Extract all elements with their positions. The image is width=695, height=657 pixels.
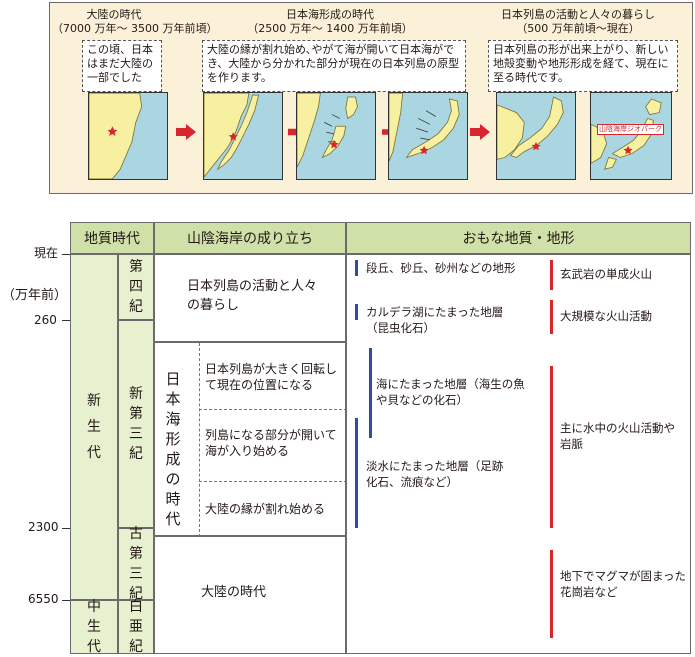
formation-step1: 日本列島が大きく回転して現在の位置になる — [205, 362, 338, 392]
formation-quaternary-text: 日本列島の活動と人々の暮らし — [187, 279, 318, 313]
map-sea-3 — [388, 92, 468, 180]
description-sea: 大陸の縁が割れ始め､やがて海が開いて日本海ができ、大陸から分かれた部分が現在の日… — [202, 40, 466, 92]
map-present-2-svg — [591, 93, 671, 179]
map-continent — [88, 92, 168, 180]
header-era: 地質時代 — [70, 222, 154, 254]
map-sea-1-svg — [204, 93, 282, 179]
star-icon — [623, 145, 633, 155]
map-sea-2-svg — [297, 93, 375, 179]
star-icon — [329, 139, 339, 149]
star-icon — [228, 132, 238, 141]
period-paleogene: 古第三紀 — [118, 526, 154, 602]
period-cretaceous-label: 白亜紀 — [129, 599, 143, 655]
star-icon — [419, 145, 429, 155]
formation-continent: 大陸の時代 — [154, 536, 346, 654]
blue-bar — [355, 304, 358, 320]
geology-right-2: 大規模な火山活動 — [560, 309, 652, 323]
description-continent: この頃、日本はまだ大陸の一部でした — [82, 40, 162, 92]
tick-now: 現在 — [34, 246, 59, 260]
geology-left-2: カルデラ湖にたまった地層（昆虫化石） — [366, 305, 504, 335]
geology-area — [346, 254, 691, 654]
formation-sea-era-label: 日本海形成の時代 — [165, 370, 181, 528]
header-geology: おもな地質・地形 — [346, 222, 691, 254]
period-title-text: 日本列島の活動と人々の暮らし — [501, 8, 655, 21]
era-mesozoic: 中生代 — [70, 599, 118, 655]
period-range-text: （500 万年前頃〜現在） — [516, 22, 640, 35]
tick-line — [62, 254, 72, 255]
dashed-divider — [199, 409, 347, 410]
period-title-continent: 大陸の時代 （7000 万年〜 3500 万年前頃） — [52, 8, 218, 36]
period-title-text: 日本海形成の時代 — [286, 8, 374, 21]
geopark-label: 山陰海岸ジオパーク — [597, 124, 664, 135]
map-sea-3-svg — [389, 93, 467, 179]
formation-step3: 大陸の縁が割れ始める — [205, 502, 326, 516]
tick-260: 260 — [34, 313, 57, 327]
tick-line — [62, 528, 72, 529]
description-present: 日本列島の形が出来上がり、新しい地殻変動や地形形成を経て、現在に至る時代です。 — [488, 40, 678, 92]
red-bar — [550, 366, 553, 528]
geology-left-3: 海にたまった地層（海生の魚や貝などの化石） — [376, 377, 525, 407]
map-present-2: 山陰海岸ジオパーク — [590, 92, 672, 180]
era-cenozoic-label: 新生代 — [87, 393, 101, 461]
period-title-text: 大陸の時代 — [86, 8, 142, 21]
red-bar — [550, 550, 553, 638]
map-present-1 — [496, 92, 576, 180]
period-title-present: 日本列島の活動と人々の暮らし （500 万年前頃〜現在） — [488, 8, 668, 36]
red-bar — [550, 260, 553, 290]
formation-step2: 列島になる部分が開いて海が入り始める — [205, 428, 337, 458]
blue-bar — [355, 418, 358, 528]
formation-sea-era: 日本海形成の時代 日本列島が大きく回転して現在の位置になる 列島になる部分が開い… — [154, 342, 347, 537]
arrow-right-icon — [470, 124, 490, 140]
period-quaternary-label: 第四紀 — [129, 259, 143, 315]
period-cretaceous: 白亜紀 — [118, 599, 154, 655]
arrow-right-icon — [176, 124, 196, 140]
period-paleogene-label: 古第三紀 — [129, 526, 143, 602]
period-neogene: 新第三紀 — [118, 320, 154, 528]
geology-table: 地質時代 山陰海岸の成り立ち おもな地質・地形 新生代 中生代 第四紀 新第三紀… — [70, 222, 691, 655]
geology-right-1: 玄武岩の単成火山 — [560, 267, 652, 281]
period-quaternary: 第四紀 — [118, 254, 154, 320]
blue-bar — [355, 260, 358, 276]
map-sea-2 — [296, 92, 376, 180]
period-range-text: （2500 万年〜 1400 万年前頃） — [247, 22, 413, 35]
tick-line — [62, 600, 72, 601]
star-icon — [107, 126, 118, 136]
red-bar — [550, 300, 553, 334]
formation-quaternary: 日本列島の活動と人々の暮らし — [154, 254, 346, 342]
geology-right-3: 主に水中の火山活動や岩脈 — [560, 421, 675, 451]
era-cenozoic: 新生代 — [70, 254, 118, 600]
star-icon — [531, 141, 541, 151]
era-mesozoic-label: 中生代 — [87, 599, 101, 655]
period-neogene-label: 新第三紀 — [129, 386, 143, 462]
geology-left-4: 淡水にたまった地層（足跡化石、流痕など） — [366, 459, 504, 489]
map-continent-svg — [89, 93, 167, 179]
axis-unit: （万年前） — [2, 288, 68, 303]
period-range-text: （7000 万年〜 3500 万年前頃） — [52, 22, 218, 35]
map-sea-1 — [203, 92, 283, 180]
tick-2300: 2300 — [28, 520, 59, 534]
tick-line — [62, 320, 72, 321]
formation-continent-text: 大陸の時代 — [201, 585, 267, 600]
dashed-divider — [199, 481, 347, 482]
blue-bar — [369, 348, 372, 438]
period-title-sea: 日本海形成の時代 （2500 万年〜 1400 万年前頃） — [240, 8, 420, 36]
dashed-divider — [199, 343, 200, 537]
header-formation: 山陰海岸の成り立ち — [154, 222, 346, 254]
map-present-1-svg — [497, 93, 575, 179]
tick-6550: 6550 — [28, 592, 59, 606]
geology-left-1: 段丘、砂丘、砂州などの地形 — [366, 261, 516, 275]
geology-right-4: 地下でマグマが固まった花崗岩など — [560, 569, 687, 599]
